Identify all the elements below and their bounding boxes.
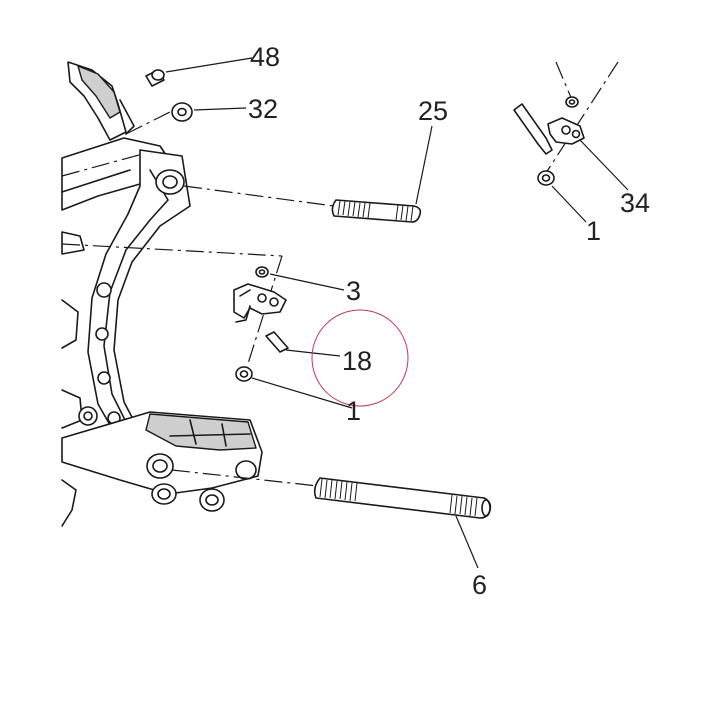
part-6-long-stud <box>313 477 492 569</box>
part-34-clamp <box>513 96 629 191</box>
part-1-screw-mid <box>235 366 353 409</box>
centerlines <box>61 61 619 487</box>
callout-18: 18 <box>342 346 372 376</box>
part-25-stud <box>331 125 433 223</box>
callout-48: 48 <box>250 42 280 72</box>
callout-1-mid: 1 <box>346 396 361 426</box>
callout-25: 25 <box>418 96 448 126</box>
callout-3: 3 <box>346 276 361 306</box>
part-32-bushing <box>171 102 247 122</box>
clamp-bracket-center <box>233 283 287 323</box>
frame-housing <box>61 61 263 527</box>
part-48-pin <box>145 57 253 87</box>
callout-6: 6 <box>472 570 487 600</box>
part-3-bolt <box>255 266 345 291</box>
callout-32: 32 <box>248 94 278 124</box>
part-1-screw-top <box>537 170 587 223</box>
highlight-circle <box>311 309 409 407</box>
callout-34: 34 <box>620 188 650 218</box>
callout-1-top: 1 <box>586 216 601 246</box>
part-18-hose <box>265 331 341 357</box>
